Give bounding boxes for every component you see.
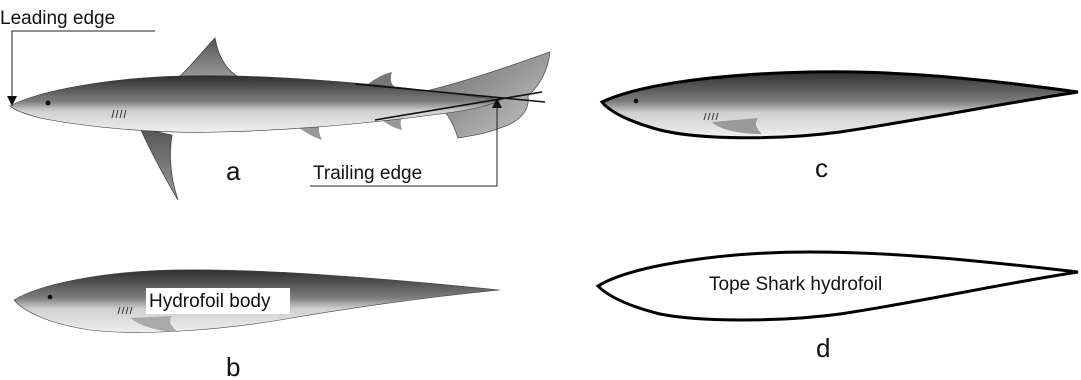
panel-d-hydrofoil: Tope Shark hydrofoil d <box>598 252 1078 363</box>
panel-label-a: a <box>226 156 241 186</box>
leading-edge-label: Leading edge <box>0 8 115 29</box>
panel-label-d: d <box>816 333 830 363</box>
panel-c-shark-outline: c <box>602 72 1078 183</box>
panel-a-shark: Leading edge Trailing edge a <box>0 8 550 200</box>
dorsal-fin <box>178 38 240 78</box>
panel-label-b: b <box>226 352 240 380</box>
panel-label-c: c <box>815 153 828 183</box>
hydrofoil-body-label: Hydrofoil body <box>149 291 271 312</box>
panel-c-eye <box>634 99 639 104</box>
tope-shark-hydrofoil-label: Tope Shark hydrofoil <box>709 274 882 295</box>
shark-body <box>10 76 500 133</box>
shark-eye <box>46 101 51 106</box>
trailing-edge-label: Trailing edge <box>313 163 422 184</box>
panel-b-hydrofoil-body: Hydrofoil body b <box>14 270 500 380</box>
hydrofoil-body-eye <box>48 295 53 300</box>
pectoral-fin <box>140 128 178 200</box>
